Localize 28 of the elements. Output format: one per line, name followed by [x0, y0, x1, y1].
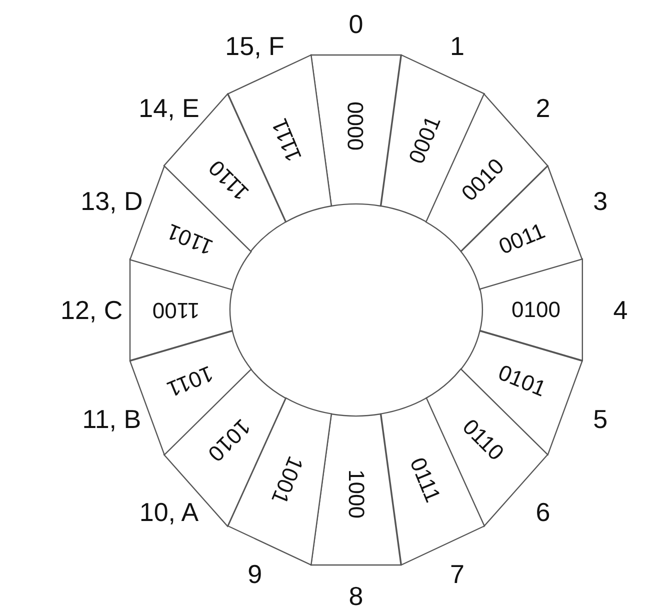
segment-number: 4	[613, 297, 628, 323]
segment-number: 6	[536, 499, 550, 526]
binary-code: 1011	[164, 361, 216, 400]
binary-code: 1111	[268, 114, 306, 164]
binary-code: 0000	[344, 101, 367, 150]
segment-number: 9	[248, 561, 262, 588]
segment-number: 13, D	[80, 188, 143, 214]
binary-code: 0100	[512, 298, 560, 321]
segment-number: 2	[536, 94, 550, 121]
segment-number: 0	[348, 11, 364, 37]
binary-code: 1000	[344, 470, 367, 519]
binary-code: 1100	[152, 298, 200, 321]
segment-number: 7	[450, 561, 464, 588]
segment-number: 8	[348, 582, 364, 609]
segment-number: 1	[450, 32, 464, 59]
binary-code: 0101	[495, 361, 550, 400]
binary-code: 1101	[164, 220, 216, 259]
binary-code: 0111	[406, 455, 444, 506]
segment-number: 3	[593, 188, 608, 214]
binary-code: 1001	[268, 454, 307, 508]
segment-number: 10, A	[139, 499, 199, 526]
segment-number: 5	[593, 406, 608, 432]
segment-number: 14, E	[138, 94, 200, 121]
segment-number: 12, C	[60, 297, 123, 323]
segment-number: 11, B	[82, 406, 142, 432]
segment-number: 15, F	[225, 32, 284, 59]
binary-code: 0011	[496, 220, 548, 259]
binary-code: 0001	[405, 112, 444, 166]
